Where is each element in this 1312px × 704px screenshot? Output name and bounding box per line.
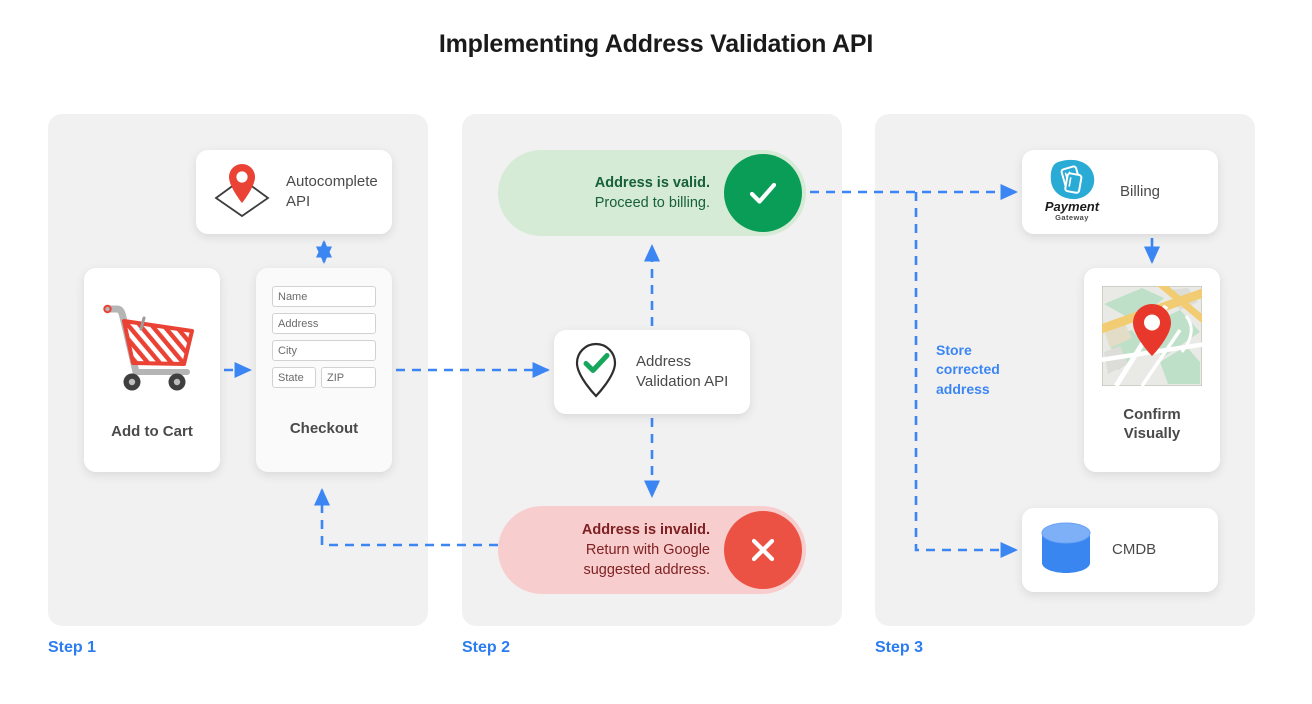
close-icon: [724, 511, 802, 589]
address-validation-api-label: Address Validation API: [636, 353, 729, 390]
zip-field[interactable]: ZIP: [321, 367, 376, 388]
address-validation-api-card[interactable]: Address Validation API: [554, 330, 750, 414]
store-corrected-address-label: Store corrected address: [936, 342, 1000, 397]
autocomplete-api-card[interactable]: Autocomplete API: [196, 150, 392, 234]
page-title: Implementing Address Validation API: [438, 30, 874, 58]
autocomplete-api-label: Autocomplete API: [286, 173, 378, 210]
billing-card[interactable]: Payment Gateway Billing: [1022, 150, 1218, 234]
database-icon: [1036, 519, 1096, 582]
address-invalid-detail-1: Return with Google: [585, 542, 710, 558]
checkout-card[interactable]: Name Address City State ZIP Checkout: [256, 268, 392, 472]
map-thumbnail-icon: [1096, 279, 1209, 388]
step-1-label: Step 1: [48, 639, 97, 656]
address-valid-detail: Proceed to billing.: [594, 195, 710, 211]
address-field[interactable]: Address: [272, 313, 376, 334]
payment-gateway-logo-icon: Payment Gateway: [1036, 157, 1108, 228]
add-to-cart-card[interactable]: Add to Cart: [84, 268, 220, 472]
svg-text:Payment: Payment: [1045, 199, 1100, 214]
address-validation-api-row: Address Validation API: [570, 330, 734, 414]
shopping-cart-icon: [84, 290, 220, 410]
cmdb-label: CMDB: [1112, 541, 1157, 559]
cmdb-row: CMDB: [1036, 508, 1204, 592]
name-field[interactable]: Name: [272, 286, 376, 307]
address-invalid-text: Address is invalid. Return with Google s…: [582, 520, 724, 580]
address-invalid-pill: Address is invalid. Return with Google s…: [498, 506, 806, 594]
billing-label: Billing: [1120, 183, 1161, 201]
check-icon: [724, 154, 802, 232]
add-to-cart-caption: Add to Cart: [111, 423, 193, 440]
cmdb-card[interactable]: CMDB: [1022, 508, 1218, 592]
city-field[interactable]: City: [272, 340, 376, 361]
svg-text:Gateway: Gateway: [1055, 213, 1089, 222]
address-invalid-headline: Address is invalid.: [581, 522, 710, 538]
map-pin-on-map-icon: [212, 162, 272, 223]
map-pin-check-icon: [570, 340, 622, 405]
address-valid-text: Address is valid. Proceed to billing.: [595, 173, 724, 213]
step-3-label: Step 3: [875, 639, 924, 656]
confirm-visually-card[interactable]: Confirm Visually: [1084, 268, 1220, 472]
state-field[interactable]: State: [272, 367, 316, 388]
autocomplete-api-row: Autocomplete API: [212, 150, 378, 234]
step-2-label: Step 2: [462, 639, 511, 656]
billing-row: Payment Gateway Billing: [1036, 150, 1204, 234]
address-valid-pill: Address is valid. Proceed to billing.: [498, 150, 806, 236]
address-invalid-detail-2: suggested address.: [583, 562, 710, 578]
confirm-visually-caption: Confirm Visually: [1123, 406, 1181, 442]
checkout-caption: Checkout: [289, 420, 359, 437]
address-valid-headline: Address is valid.: [594, 175, 710, 191]
